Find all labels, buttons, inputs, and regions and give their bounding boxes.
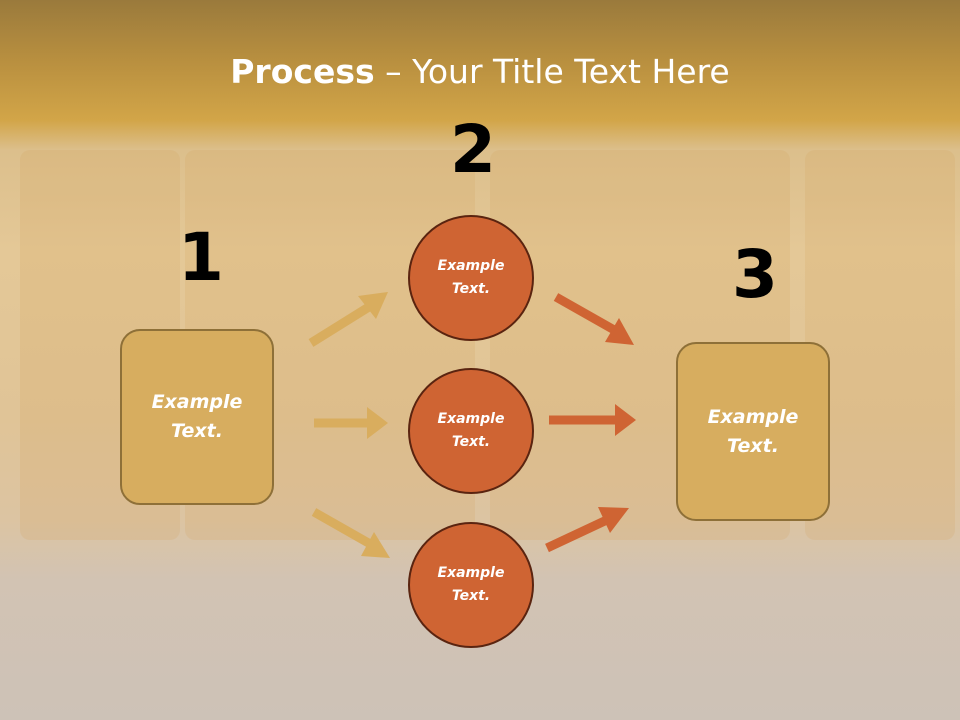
arrow-left-top (308, 292, 388, 347)
arrow-right-top (553, 293, 634, 345)
arrow-right-bottom (545, 507, 629, 553)
arrow-left-middle (314, 407, 388, 439)
background-panel (805, 150, 955, 540)
circle-top: Example Text. (408, 215, 534, 341)
step-number-2: 2 (450, 111, 496, 188)
slide-title: Process – Your Title Text Here (0, 52, 960, 91)
right-box: Example Text. (676, 342, 830, 521)
left-box: Example Text. (120, 329, 274, 505)
circle-middle: Example Text. (408, 368, 534, 494)
title-rest: – Your Title Text Here (374, 52, 730, 91)
circle-bottom: Example Text. (408, 522, 534, 648)
arrow-left-bottom (311, 508, 390, 558)
step-number-3: 3 (732, 236, 778, 313)
title-bold: Process (230, 52, 375, 91)
step-number-1: 1 (178, 219, 224, 296)
arrow-right-middle (549, 404, 636, 436)
